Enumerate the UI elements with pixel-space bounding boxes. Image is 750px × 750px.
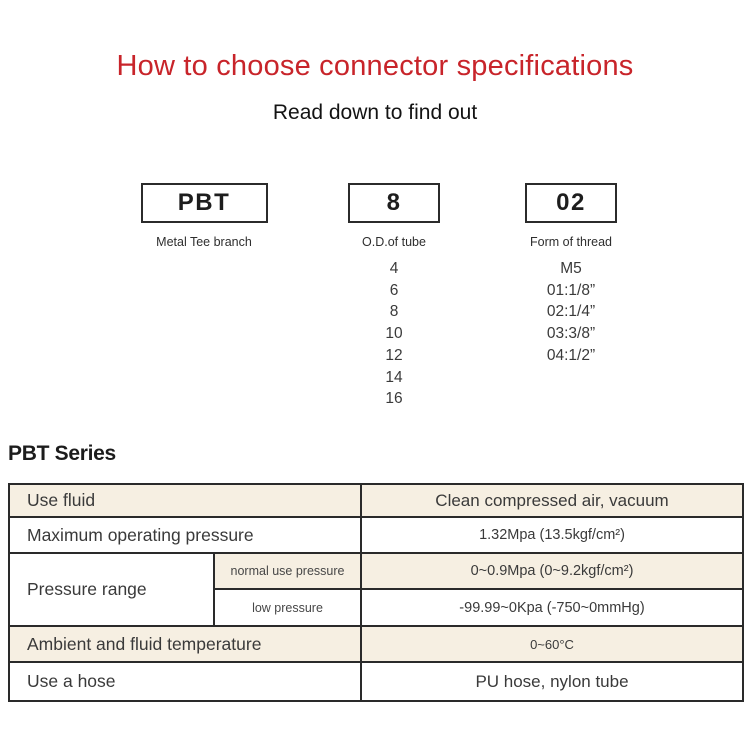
code-box-tube-od: 8 bbox=[348, 183, 440, 223]
cell-low-pressure-label: low pressure bbox=[213, 588, 362, 627]
page-title: How to choose connector specifications bbox=[116, 50, 634, 82]
tube-od-option: 16 bbox=[385, 390, 403, 408]
segment-label-body-type: Metal Tee branch bbox=[156, 235, 252, 249]
cell-normal-use-pressure-label: normal use pressure bbox=[213, 552, 362, 590]
cell-max-pressure-value: 1.32Mpa (13.5kgf/cm²) bbox=[360, 516, 744, 554]
cell-hose-value: PU hose, nylon tube bbox=[360, 661, 744, 702]
thread-form-options: M5 01:1/8” 02:1/4” 03:3/8” 04:1/2” bbox=[491, 258, 651, 367]
cell-pressure-range-label: Pressure range bbox=[8, 552, 215, 627]
series-heading: PBT Series bbox=[8, 442, 116, 465]
segment-body-type: PBT Metal Tee branch bbox=[110, 183, 298, 249]
tube-od-options: 4 6 8 10 12 14 16 bbox=[314, 258, 474, 410]
segment-tube-od: 8 O.D.of tube 4 6 8 10 12 14 16 bbox=[314, 183, 474, 410]
tube-od-option: 12 bbox=[385, 346, 403, 364]
tube-od-option: 10 bbox=[385, 325, 403, 343]
thread-form-option: 01:1/8” bbox=[546, 281, 596, 299]
spec-table: Use fluid Clean compressed air, vacuum M… bbox=[8, 483, 744, 702]
table-row-hose: Use a hose PU hose, nylon tube bbox=[8, 661, 744, 702]
cell-use-fluid-value: Clean compressed air, vacuum bbox=[360, 483, 744, 518]
cell-low-pressure-value: -99.99~0Kpa (-750~0mmHg) bbox=[360, 588, 744, 627]
table-row-pressure-range-low: low pressure -99.99~0Kpa (-750~0mmHg) bbox=[9, 588, 744, 627]
code-box-thread-form: 02 bbox=[525, 183, 617, 223]
tube-od-option: 6 bbox=[389, 281, 399, 299]
cell-temperature-value: 0~60°C bbox=[360, 625, 744, 663]
cell-use-fluid-label: Use fluid bbox=[8, 483, 362, 518]
segment-thread-form: 02 Form of thread M5 01:1/8” 02:1/4” 03:… bbox=[491, 183, 651, 367]
cell-normal-use-pressure-value: 0~0.9Mpa (0~9.2kgf/cm²) bbox=[360, 552, 744, 590]
table-row-temperature: Ambient and fluid temperature 0~60°C bbox=[8, 625, 744, 663]
table-row-max-pressure: Maximum operating pressure 1.32Mpa (13.5… bbox=[8, 516, 744, 554]
thread-form-option: 03:3/8” bbox=[546, 325, 596, 343]
table-row-use-fluid: Use fluid Clean compressed air, vacuum bbox=[8, 483, 744, 518]
tube-od-option: 8 bbox=[389, 303, 399, 321]
cell-max-pressure-label: Maximum operating pressure bbox=[8, 516, 362, 554]
tube-od-option: 14 bbox=[385, 368, 403, 386]
code-box-body-type: PBT bbox=[140, 183, 268, 223]
segment-label-tube-od: O.D.of tube bbox=[362, 235, 426, 249]
thread-form-option: 02:1/4” bbox=[546, 303, 596, 321]
table-row-pressure-range-normal: Pressure range normal use pressure 0~0.9… bbox=[8, 552, 744, 627]
thread-form-option: M5 bbox=[560, 260, 582, 277]
tube-od-option: 4 bbox=[389, 260, 399, 277]
segment-label-thread-form: Form of thread bbox=[530, 235, 612, 249]
cell-hose-label: Use a hose bbox=[8, 661, 362, 702]
cell-temperature-label: Ambient and fluid temperature bbox=[8, 625, 362, 663]
page-subtitle: Read down to find out bbox=[272, 101, 478, 124]
thread-form-option: 04:1/2” bbox=[546, 346, 596, 364]
